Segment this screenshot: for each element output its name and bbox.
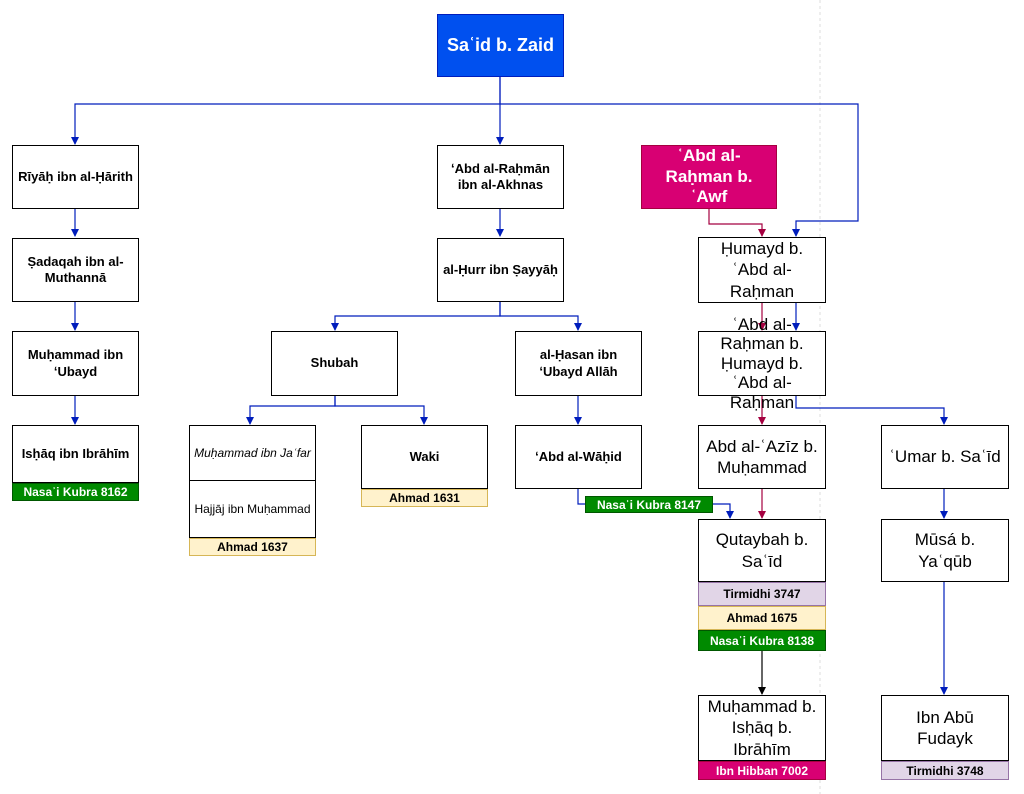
node-muhammad-ishaq: Muḥammad b. Isḥāq b. Ibrāhīm — [698, 695, 826, 761]
label-ahmad-1637: Ahmad 1637 — [189, 538, 316, 556]
edge-said-humayd — [500, 103, 859, 237]
edge-abd-umar — [795, 396, 948, 425]
node-shubah: Shubah — [271, 331, 398, 396]
node-abd-humayd: ʿAbd al-Raḥman b. Ḥumayd b. ʿAbd al-Raḥm… — [698, 315, 826, 412]
node-humayd: Ḥumayd b. ʿAbd al-Raḥman — [698, 237, 826, 303]
node-abd-awf: ʿAbd al-Raḥman b. ʿAwf — [641, 145, 777, 209]
node-ibn-abu-fudayk: Ibn Abū Fudayk — [881, 695, 1009, 761]
node-muhammad-jafar: Muḥammad ibn Jaʿfar — [189, 425, 316, 481]
label-ahmad-1675: Ahmad 1675 — [698, 606, 826, 630]
label-tirmidhi-3747: Tirmidhi 3747 — [698, 582, 826, 606]
node-riyah: Rīyāḥ ibn al-Ḥārith — [12, 145, 139, 209]
node-said-b-zaid: Saʿid b. Zaid — [437, 14, 564, 77]
label-tirmidhi-3748: Tirmidhi 3748 — [881, 761, 1009, 780]
node-ishaq: Isḥāq ibn Ibrāhīm — [12, 425, 139, 483]
edge-shubah-jafar — [246, 396, 336, 425]
node-waki: Waki — [361, 425, 488, 489]
edge-awf-humayd — [708, 209, 766, 237]
edge-hurr-hasan — [499, 302, 582, 331]
node-abd-akhnas: ʻAbd al-Raḥmān ibn al-Akhnas — [437, 145, 564, 209]
edge-shubah-waki — [334, 396, 428, 425]
node-abd-aziz: Abd al-ʿAzīz b. Muḥammad — [698, 425, 826, 489]
node-hurr: al-Ḥurr ibn Ṣayyāḥ — [437, 238, 564, 302]
node-hajjaj: Hajjāj ibn Muḥammad — [189, 480, 316, 538]
node-qutaybah: Qutaybah b. Saʿīd — [698, 519, 826, 582]
node-abd-wahid: ʻAbd al-Wāḥid — [515, 425, 642, 489]
label-ibn-hibban-7002: Ibn Hibban 7002 — [698, 761, 826, 780]
edge-hurr-shubah — [331, 302, 501, 331]
edge-said-riyah — [71, 77, 501, 145]
label-nasai-8162: Nasaʾi Kubra 8162 — [12, 483, 139, 501]
label-ahmad-1631: Ahmad 1631 — [361, 489, 488, 507]
label-nasai-8147: Nasaʾi Kubra 8147 — [585, 496, 713, 513]
label-nasai-8138: Nasaʾi Kubra 8138 — [698, 630, 826, 651]
node-sadaqah: Ṣadaqah ibn al-Muthannā — [12, 238, 139, 302]
node-umar: ʿUmar b. Saʿīd — [881, 425, 1009, 489]
node-musa: Mūsá b. Yaʿqūb — [881, 519, 1009, 582]
node-muhammad-ubayd: Muḥammad ibn ʻUbayd — [12, 331, 139, 396]
node-hasan: al-Ḥasan ibn ʻUbayd Allāh — [515, 331, 642, 396]
